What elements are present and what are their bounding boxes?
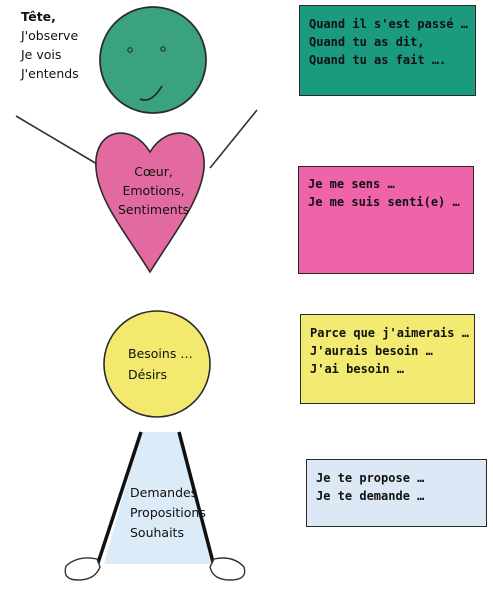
left-leg <box>95 431 143 567</box>
legs-line: Demandes <box>130 485 198 500</box>
smile <box>139 85 163 101</box>
left-arm <box>15 115 98 165</box>
head-line: J'observe <box>21 28 79 43</box>
belly-circle <box>103 310 211 418</box>
left-eye <box>127 47 133 53</box>
head-line: J'entends <box>21 66 79 81</box>
belly-label: Besoins … Désirs <box>128 343 193 385</box>
heart-line: Sentiments <box>118 202 190 217</box>
heart-line: Emotions, <box>122 183 185 198</box>
right-leg <box>177 431 216 567</box>
head-line: Je vois <box>21 47 62 62</box>
heart-line: Cœur, <box>134 164 173 179</box>
observation-box: Quand il s'est passé … Quand tu as dit, … <box>299 5 476 96</box>
box-line: Je me sens … <box>308 177 395 191</box>
legs-label: Demandes Propositions Souhaits <box>130 483 206 543</box>
belly-line: Besoins … <box>128 346 193 361</box>
box-line: Je te demande … <box>316 489 425 503</box>
head-line: Tête, <box>21 9 56 24</box>
right-foot <box>209 557 246 581</box>
box-line: Je te propose … <box>316 471 425 485</box>
box-line: J'ai besoin … <box>310 362 404 376</box>
legs-line: Souhaits <box>130 525 184 540</box>
box-line: Je me suis senti(e) … <box>308 195 460 209</box>
head-label: Tête, J'observe Je vois J'entends <box>21 7 79 83</box>
belly-line: Désirs <box>128 367 167 382</box>
box-line: Parce que j'aimerais … <box>310 326 469 340</box>
box-line: Quand tu as fait …. <box>309 53 447 67</box>
right-eye <box>160 46 166 52</box>
box-line: Quand il s'est passé … <box>309 17 468 31</box>
legs-line: Propositions <box>130 505 206 520</box>
head-circle <box>99 6 207 114</box>
box-line: Quand tu as dit, <box>309 35 425 49</box>
box-line: J'aurais besoin … <box>310 344 433 358</box>
heart-shape <box>95 132 205 274</box>
right-arm <box>209 109 258 169</box>
needs-box: Parce que j'aimerais … J'aurais besoin …… <box>300 314 475 404</box>
feelings-box: Je me sens … Je me suis senti(e) … <box>298 166 474 274</box>
heart-label: Cœur, Emotions, Sentiments <box>118 162 189 219</box>
requests-box: Je te propose … Je te demande … <box>306 459 487 527</box>
left-foot <box>64 557 101 581</box>
